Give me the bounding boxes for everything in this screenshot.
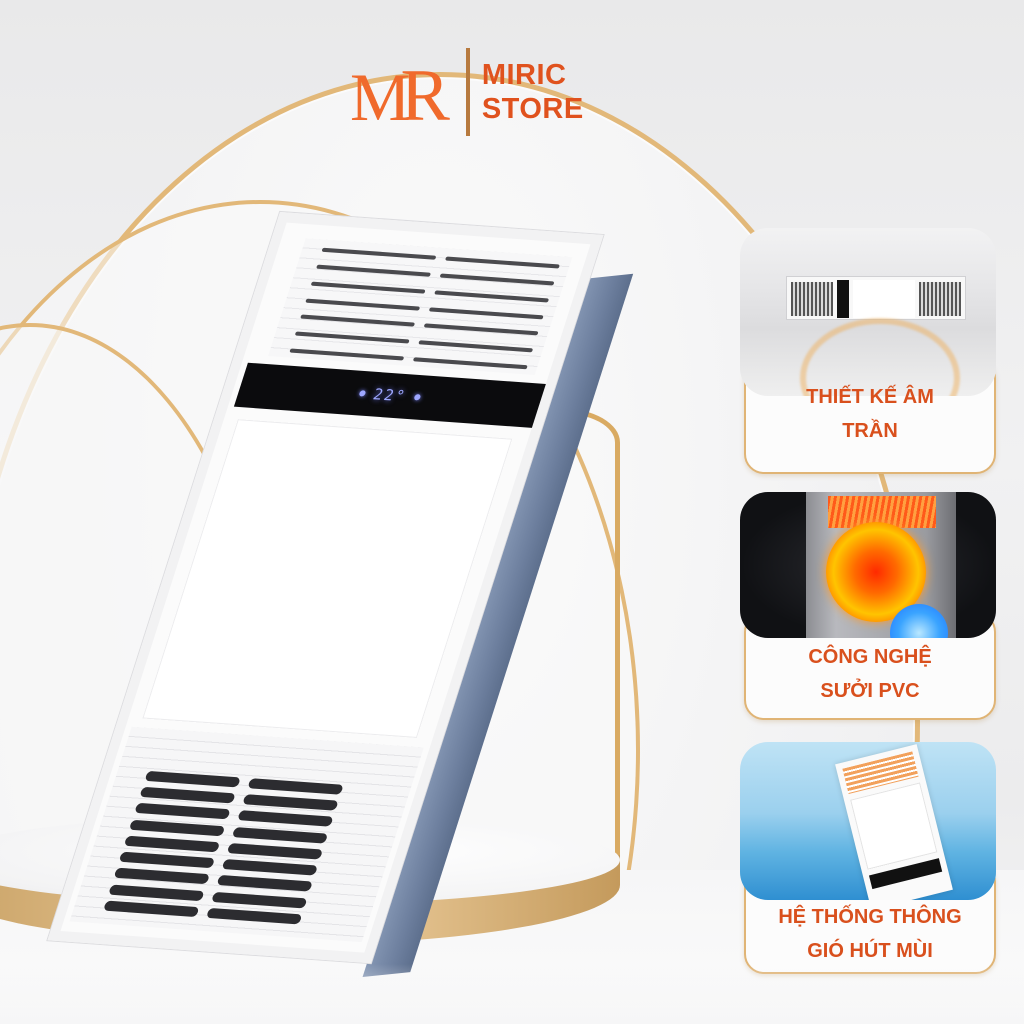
top-air-vent (268, 238, 573, 375)
mini-heater-icon (835, 744, 953, 900)
brand-name-line2: STORE (481, 93, 584, 125)
feature-label: THIẾT KẾ ÂM TRẦN (806, 386, 934, 442)
status-icon (412, 394, 421, 401)
heating-fan-image (740, 492, 996, 638)
feature-label: CÔNG NGHỆ SƯỞI PVC (808, 646, 932, 702)
ceiling-mount-image (740, 228, 996, 396)
ventilation-image (740, 742, 996, 900)
led-light-panel (142, 419, 513, 738)
feature-card-heating-technology: CÔNG NGHỆ SƯỞI PVC (740, 492, 996, 720)
ceiling-unit-icon (786, 276, 966, 320)
logo-divider (465, 48, 470, 136)
feature-label: HỆ THỐNG THÔNG GIÓ HÚT MÙI (778, 906, 962, 962)
feature-card-ventilation: HỆ THỐNG THÔNG GIÓ HÚT MÙI (740, 742, 996, 974)
exhaust-grill (103, 770, 344, 925)
feature-card-recessed-design: THIẾT KẾ ÂM TRẦN (740, 228, 996, 474)
brand-logo: MR MIRIC STORE (350, 48, 584, 136)
gold-hoop-decoration (560, 408, 620, 878)
brand-name: MIRIC STORE (482, 58, 584, 126)
bottom-air-vent (69, 726, 424, 943)
lcd-readout: 22° (357, 384, 423, 406)
brand-name-line1: MIRIC (481, 59, 567, 91)
mode-icon (358, 390, 367, 397)
bottom-fade (0, 964, 1024, 1024)
temperature-value: 22° (370, 385, 409, 406)
mr-monogram-icon: MR (350, 55, 450, 137)
